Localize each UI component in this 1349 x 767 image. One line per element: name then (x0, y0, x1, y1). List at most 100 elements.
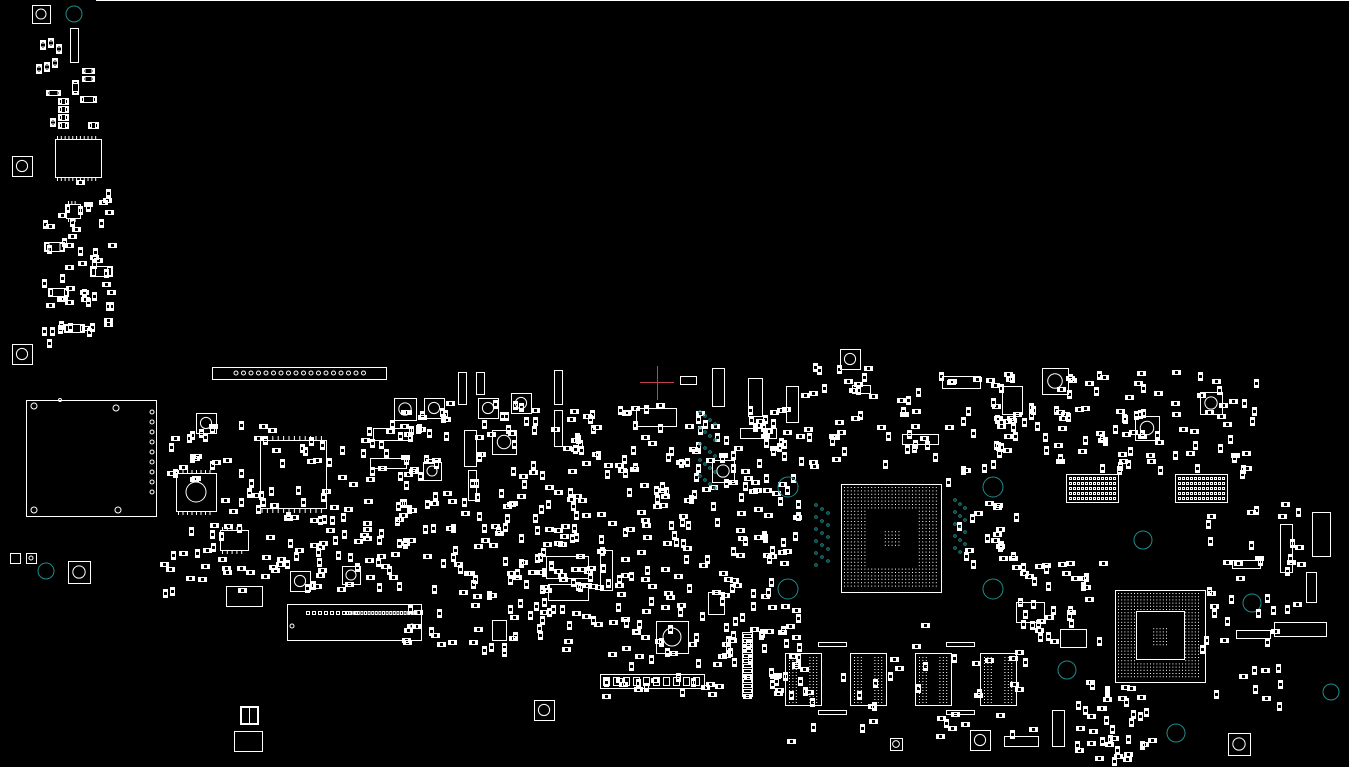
component-pad[interactable] (772, 420, 775, 422)
passive-component[interactable] (229, 509, 238, 514)
component-pad[interactable] (823, 385, 826, 387)
passive-component[interactable] (237, 566, 246, 571)
passive-component[interactable] (448, 640, 457, 645)
passive-component[interactable] (410, 467, 419, 472)
component-pad[interactable] (111, 211, 113, 214)
component-pad[interactable] (1016, 688, 1018, 691)
component-pad[interactable] (1039, 634, 1042, 636)
passive-component[interactable] (1277, 702, 1282, 711)
component-pad[interactable] (947, 479, 950, 481)
component-pad[interactable] (1242, 577, 1244, 580)
passive-component[interactable] (916, 684, 921, 693)
component-pad[interactable] (57, 91, 60, 95)
component-pad[interactable] (421, 412, 424, 414)
passive-component[interactable] (1094, 387, 1099, 396)
flash-ball[interactable] (1113, 487, 1116, 490)
component-pad[interactable] (782, 605, 784, 608)
component-pad[interactable] (1125, 704, 1128, 706)
component-pad[interactable] (405, 482, 408, 484)
component-pad[interactable] (644, 536, 646, 539)
component-pad[interactable] (831, 443, 834, 445)
component-pad[interactable] (69, 235, 71, 238)
via[interactable] (820, 507, 824, 511)
component-pad[interactable] (878, 426, 880, 429)
component-pad[interactable] (1297, 514, 1300, 516)
component-pad[interactable] (230, 510, 232, 513)
flash-ball[interactable] (1077, 497, 1080, 500)
component-pad[interactable] (958, 528, 961, 530)
passive-component[interactable] (1240, 470, 1245, 479)
component-pad[interactable] (57, 45, 61, 48)
tact-switch-actuator[interactable] (843, 352, 857, 366)
component-pad[interactable] (765, 514, 767, 517)
passive-component[interactable] (800, 667, 809, 672)
passive-component[interactable] (72, 80, 79, 95)
component-pad[interactable] (646, 572, 649, 574)
component-pad[interactable] (1086, 598, 1088, 601)
pad-circle[interactable] (256, 370, 261, 376)
passive-component[interactable] (985, 534, 990, 543)
bga-package[interactable] (1115, 590, 1206, 683)
passive-component[interactable] (961, 722, 970, 727)
component-pad[interactable] (368, 433, 371, 435)
flash-ball[interactable] (1069, 497, 1072, 500)
component-pad[interactable] (289, 540, 292, 542)
component-pad[interactable] (1287, 503, 1289, 506)
passive-component[interactable] (1158, 466, 1163, 475)
component-pad[interactable] (287, 513, 290, 515)
passive-component[interactable] (223, 570, 232, 575)
passive-component[interactable] (648, 584, 657, 589)
passive-component[interactable] (1129, 718, 1134, 727)
component-pad[interactable] (93, 293, 96, 295)
component-pad[interactable] (1059, 455, 1062, 457)
component-pad[interactable] (493, 433, 495, 436)
passive-component[interactable] (1104, 716, 1109, 725)
pad-circle[interactable] (338, 370, 344, 376)
passive-component[interactable] (1195, 464, 1200, 473)
passive-component[interactable] (669, 447, 674, 456)
via[interactable] (713, 438, 717, 442)
component-pad[interactable] (760, 632, 763, 634)
component-pad[interactable] (670, 652, 672, 655)
flash-ball[interactable] (1073, 477, 1076, 480)
pad-circle[interactable] (149, 449, 155, 455)
component-pad[interactable] (732, 465, 735, 467)
component-pad[interactable] (534, 418, 537, 420)
component-pad[interactable] (190, 533, 193, 535)
passive-component[interactable] (56, 44, 62, 54)
component-pad[interactable] (1056, 640, 1058, 643)
passive-component[interactable] (500, 412, 505, 421)
passive-component[interactable] (567, 621, 572, 630)
passive-component[interactable] (562, 647, 571, 652)
component-pad[interactable] (742, 554, 744, 557)
component-pad[interactable] (322, 494, 325, 496)
component-pad[interactable] (1296, 546, 1298, 549)
passive-component[interactable] (1236, 630, 1271, 639)
component-pad[interactable] (343, 531, 346, 533)
component-pad[interactable] (714, 663, 716, 666)
via[interactable] (963, 506, 967, 510)
passive-component[interactable] (946, 642, 975, 647)
passive-component[interactable] (731, 451, 736, 460)
component-pad[interactable] (494, 406, 497, 408)
component-pad[interactable] (1129, 453, 1132, 455)
flash-ball[interactable] (1113, 477, 1116, 480)
component-pad[interactable] (569, 489, 572, 491)
component-pad[interactable] (171, 588, 174, 590)
component-pad[interactable] (449, 492, 451, 495)
connector-pad[interactable] (653, 677, 660, 686)
via[interactable] (708, 450, 712, 454)
component-pad[interactable] (681, 689, 684, 691)
component-pad[interactable] (402, 456, 404, 459)
component-pad[interactable] (45, 63, 49, 66)
component-pad[interactable] (1286, 573, 1289, 575)
component-pad[interactable] (643, 524, 645, 527)
component-pad[interactable] (784, 550, 786, 553)
component-pad[interactable] (249, 707, 258, 724)
component-pad[interactable] (721, 598, 724, 600)
flash-ball[interactable] (1109, 497, 1112, 500)
flash-ball[interactable] (1093, 477, 1096, 480)
component-pad[interactable] (240, 427, 243, 429)
flash-ball[interactable] (1097, 497, 1100, 500)
component-pad[interactable] (321, 447, 324, 449)
